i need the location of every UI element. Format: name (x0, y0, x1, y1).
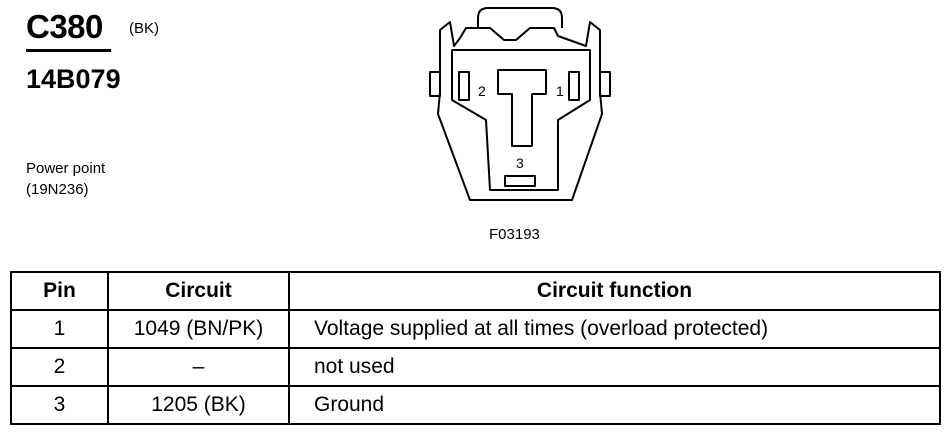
pin-label-3: 3 (516, 155, 524, 171)
cell-pin: 2 (10, 347, 109, 387)
cell-function: not used (288, 347, 941, 387)
header-circuit-function: Circuit function (288, 271, 941, 311)
description-line-2: (19N236) (26, 181, 89, 198)
side-tab-left (429, 71, 441, 97)
description-line-1: Power point (26, 160, 106, 177)
terminal-pin-3 (504, 175, 536, 187)
pin-label-1: 1 (556, 83, 564, 99)
connector-id: C380 (26, 8, 103, 45)
connector-cavity (451, 49, 591, 191)
table-row: 3 1205 (BK) Ground (10, 385, 941, 425)
title-underline (26, 49, 111, 52)
header-pin: Pin (10, 271, 109, 311)
cell-function: Voltage supplied at all times (overload … (288, 309, 941, 349)
cell-circuit: – (107, 347, 290, 387)
connector-outline (437, 21, 603, 201)
pin-label-2: 2 (478, 83, 486, 99)
connector-description: Power point (19N236) (26, 158, 105, 200)
terminal-pin-2 (458, 71, 470, 101)
cell-pin: 1 (10, 309, 109, 349)
connector-face-diagram: 2 1 3 (429, 7, 611, 201)
table-row: 2 – not used (10, 347, 941, 387)
cell-pin: 3 (10, 385, 109, 425)
cell-circuit: 1049 (BN/PK) (107, 309, 290, 349)
table-header-row: Pin Circuit Circuit function (10, 271, 941, 311)
terminal-pin-1 (568, 71, 580, 101)
part-number: 14B079 (26, 64, 121, 94)
side-tab-right (599, 71, 611, 97)
center-key (497, 69, 547, 147)
figure-id: F03193 (489, 226, 540, 243)
table-row: 1 1049 (BN/PK) Voltage supplied at all t… (10, 309, 941, 349)
pin-table: Pin Circuit Circuit function 1 1049 (BN/… (10, 271, 941, 425)
connector-latch (477, 7, 563, 28)
cell-function: Ground (288, 385, 941, 425)
header-circuit: Circuit (107, 271, 290, 311)
connector-color: (BK) (129, 20, 159, 37)
cell-circuit: 1205 (BK) (107, 385, 290, 425)
